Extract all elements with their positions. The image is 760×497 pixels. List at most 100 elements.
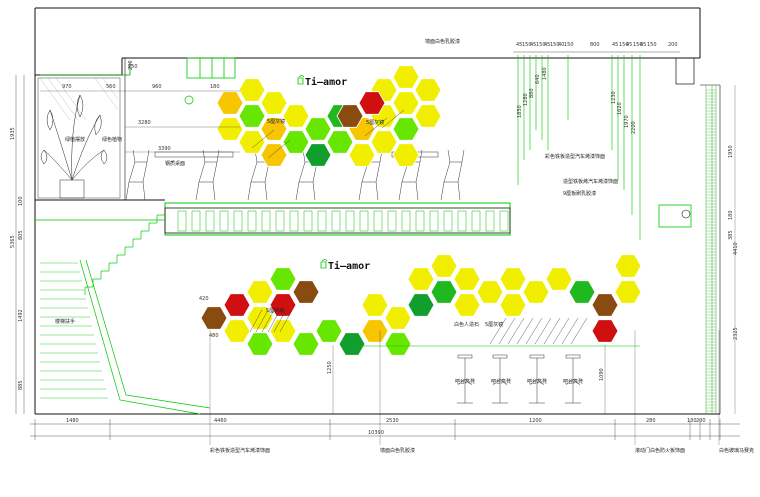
dim-left-value: 1492 <box>18 309 24 322</box>
counter-slat <box>415 210 425 232</box>
hex-tile <box>361 293 389 317</box>
dim-top-right-value: 150 <box>633 42 643 48</box>
label-stool-3: 吧台高凳 <box>527 378 547 385</box>
mirror-hatch <box>516 317 534 345</box>
dim-left-value: 1935 <box>10 127 16 140</box>
counter-slat <box>485 210 495 232</box>
hex-tile <box>591 319 619 343</box>
dim-top-right-value: 800 <box>590 42 600 48</box>
label-stool-1: 吧台高凳 <box>455 378 475 385</box>
counter-slat <box>499 210 509 232</box>
hex-tile <box>304 143 332 167</box>
brand-lower: Ti—amor <box>328 260 370 272</box>
mirror-hatch <box>261 309 275 333</box>
hex-tile <box>292 280 320 304</box>
leaf-icon <box>320 259 328 269</box>
label-hex-mirror-left: 5厘灰镜 <box>267 118 285 125</box>
chair <box>440 149 465 201</box>
counter-slat <box>191 210 201 232</box>
mirror-hatch <box>255 309 269 333</box>
counter-slat <box>387 210 397 232</box>
hex-tile <box>269 267 297 291</box>
hex-tile <box>614 254 642 278</box>
hex-tile <box>336 104 364 128</box>
counter-slat <box>373 210 383 232</box>
dim-top-left-value: 180 <box>210 84 220 90</box>
dim-top-inner-value: 250 <box>128 60 134 70</box>
counter-slat <box>219 210 229 232</box>
leaf-icon <box>297 75 305 85</box>
hex-tile <box>591 293 619 317</box>
hex-tile <box>238 130 266 154</box>
stair-rail <box>79 259 201 415</box>
dim-right-value: 180 <box>728 210 734 220</box>
stool-leg <box>457 358 473 404</box>
hex-tile <box>384 306 412 330</box>
hex-tile <box>568 280 596 304</box>
dim-top-left-value: 960 <box>152 84 162 90</box>
hex-tile <box>238 104 266 128</box>
chair <box>398 149 423 201</box>
hex-tile <box>348 143 376 167</box>
stool-leg <box>529 358 545 404</box>
hex-tile <box>522 280 550 304</box>
counter-slat <box>205 210 215 232</box>
dim-left-value: 5365 <box>10 235 16 248</box>
dim-top-right-value: 45 <box>640 42 646 48</box>
hex-tile <box>260 143 288 167</box>
counter-slat <box>261 210 271 232</box>
dim-top-right-value: 150 <box>619 42 629 48</box>
dim-top-left-value: 970 <box>62 84 72 90</box>
dim-hang-value: 1480 <box>542 67 548 80</box>
hex-tile <box>260 117 288 141</box>
dim-left-value: 805 <box>18 230 24 240</box>
table-top <box>154 151 234 158</box>
hex-tile <box>384 332 412 356</box>
chair <box>295 149 320 201</box>
hex-tile <box>392 117 420 141</box>
dim-bottom-total: 10390 <box>368 430 384 436</box>
hex-tile <box>223 293 251 317</box>
dim-hang-value: 2200 <box>631 121 637 134</box>
dim-top-left-value: 250 <box>128 64 138 70</box>
green-wall-outline <box>40 57 236 79</box>
stool-leg <box>565 358 581 404</box>
hex-tile <box>315 319 343 343</box>
dim-top-right-value: 40 <box>558 42 564 48</box>
bar-counter <box>164 202 511 236</box>
dim-left-value: 100 <box>18 196 24 206</box>
hex-tile <box>545 267 573 291</box>
annotation-labels: 墙面白色乳胶漆 5厘灰镜 5厘灰镜 钢质桌面 绿植摆放 绿色植物 彩色铁板造型汽… <box>55 38 754 454</box>
hex-tile <box>414 104 442 128</box>
counter-slat <box>429 210 439 232</box>
counter-slat <box>177 210 187 232</box>
dim-top-right-value: 150 <box>564 42 574 48</box>
label-callout-2: 墙面白色乳胶漆 <box>380 447 415 454</box>
hex-tile <box>392 143 420 167</box>
mirror-hatch <box>498 317 516 345</box>
dim-hang-value: 1280 <box>523 93 529 106</box>
counter-slat <box>359 210 369 232</box>
mirror-hatch <box>273 309 287 333</box>
dim-right-value: 4410 <box>733 242 739 255</box>
dim-hang-value: 1230 <box>611 91 617 104</box>
dim-bottom-value: 1200 <box>529 418 542 424</box>
dim-top-left-value: 560 <box>106 84 116 90</box>
dim-bottom-value: 130 <box>687 418 697 424</box>
counter-slat <box>331 210 341 232</box>
dim-right-value: 385 <box>728 230 734 240</box>
hex-tile <box>246 280 274 304</box>
label-stool-2: 吧台高凳 <box>491 378 511 385</box>
hex-tile <box>430 280 458 304</box>
mirror-hatch <box>543 317 561 345</box>
stool-seat <box>457 354 473 359</box>
hex-tile <box>392 91 420 115</box>
brand-logo-upper: Ti—amor <box>297 75 347 88</box>
mirror-hatch <box>534 317 552 345</box>
column-detail <box>184 95 692 228</box>
hex-tile <box>453 293 481 317</box>
stool-seat <box>529 354 545 359</box>
hex-tile <box>269 293 297 317</box>
hex-tile <box>246 332 274 356</box>
counter-slat <box>401 210 411 232</box>
